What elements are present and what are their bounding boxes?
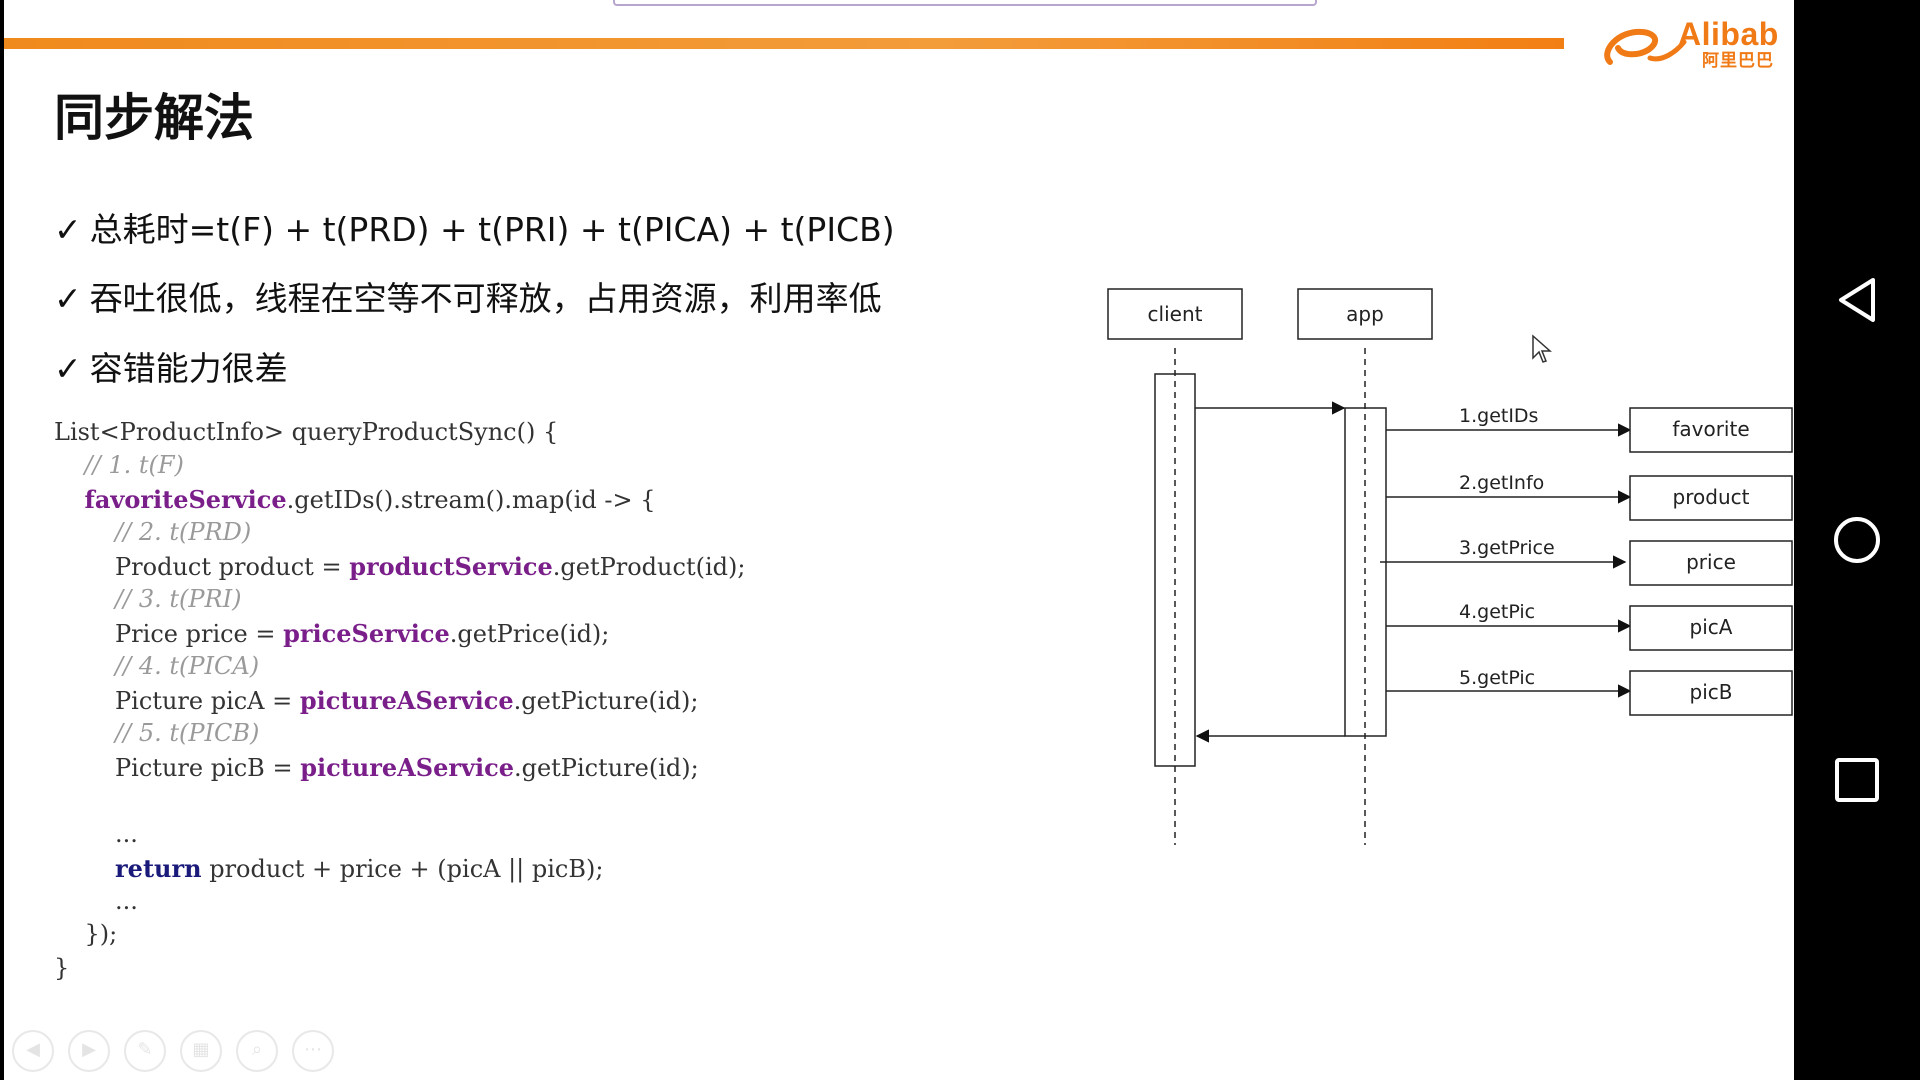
call-label: 4.getPic [1459,601,1535,623]
more-options-icon[interactable]: ⋯ [292,1030,334,1072]
service-label: favorite [1672,417,1749,441]
call-getpic-b: 5.getPic [1386,667,1632,698]
code-service-name: pictureAService [299,686,514,715]
slide-title: 同步解法 [54,89,254,147]
code-service-name: productService [349,552,553,581]
mouse-cursor-icon [1532,334,1552,363]
call-getpic-a: 4.getPic [1386,601,1632,633]
code-service-name: favoriteService [84,485,287,514]
prev-slide-icon[interactable]: ◀ [12,1030,54,1072]
recents-icon[interactable] [1833,756,1881,804]
android-navigation-bar [1794,0,1920,1080]
slide-top-tab [613,0,1317,6]
bullet-text: 吞吐很低，线程在空等不可释放，占用资源，利用率低 [89,279,882,318]
code-text: Price price = [54,620,284,648]
code-line: }); [54,920,118,948]
code-service-name: pictureAService [300,753,514,782]
code-comment: // 2. t(PRD) [54,518,252,546]
service-pica: picA [1629,605,1793,651]
code-service-name: priceService [283,619,450,648]
code-text: .getPrice(id); [449,620,610,648]
service-price: price [1629,540,1793,586]
presentation-slide: Alibab 阿里巴巴 同步解法 ✓总耗时=t(F) + t(PRD) + t(… [4,0,1794,1080]
home-icon[interactable] [1833,516,1881,564]
call-getprice: 3.getPrice [1380,537,1627,569]
call-label: 1.getIDs [1459,405,1538,427]
app-activation [1344,407,1387,737]
service-label: picB [1690,680,1733,704]
logo-cn-text: 阿里巴巴 [1702,51,1774,71]
back-icon[interactable] [1833,276,1881,324]
service-picb: picB [1629,670,1793,716]
call-label: 3.getPrice [1459,537,1555,559]
presentation-toolbar: ◀ ▶ ✎ ▦ ⌕ ⋯ [12,1030,334,1072]
bullet-throughput: ✓吞吐很低，线程在空等不可释放，占用资源，利用率低 [54,272,882,320]
code-comment: // 3. t(PRI) [54,585,242,613]
code-line: Product product = productService.getProd… [54,552,745,586]
code-text: Picture picB = [54,754,301,782]
slides-grid-icon[interactable]: ▦ [180,1030,222,1072]
alibaba-logo-icon [1604,28,1687,65]
actor-client: client [1107,288,1243,340]
code-line: ... [54,887,138,915]
actor-app: app [1297,288,1433,340]
code-comment: // 5. t(PICB) [54,719,260,747]
code-text: Picture picA = [54,687,300,715]
code-line: Price price = priceService.getPrice(id); [54,619,609,653]
call-getids: 1.getIDs [1386,405,1632,437]
bullet-fault-tolerance: ✓容错能力很差 [54,342,288,390]
code-line: Picture picA = pictureAService.getPictur… [54,686,698,720]
check-icon: ✓ [54,210,82,249]
sequence-diagram: client app 1.getIDs 2.getInfo 3.getPrice [1107,288,1793,845]
code-line: favoriteService.getIDs().stream().map(id… [54,485,656,519]
service-product: product [1629,475,1793,521]
alibaba-logo: Alibab 阿里巴巴 [1600,16,1794,76]
call-label: 5.getPic [1459,667,1535,689]
code-line: ... [54,820,138,848]
actor-label: app [1346,302,1384,326]
next-slide-icon[interactable]: ▶ [68,1030,110,1072]
code-text: Product product = [54,553,350,581]
bullet-text: 容错能力很差 [89,349,288,388]
call-getinfo: 2.getInfo [1386,472,1632,504]
code-line: Picture picB = pictureAService.getPictur… [54,753,699,787]
code-line: } [54,954,70,982]
service-label: picA [1690,615,1733,639]
check-icon: ✓ [54,349,82,388]
call-label: 2.getInfo [1459,472,1544,494]
zoom-icon[interactable]: ⌕ [236,1030,278,1072]
code-comment: // 1. t(F) [54,451,184,479]
service-label: product [1673,485,1750,509]
logo-text: Alibab [1678,16,1779,52]
code-text: product + price + (picA || picB); [201,855,604,883]
service-label: price [1686,550,1736,574]
code-comment: // 4. t(PICA) [54,652,260,680]
bullet-total-time: ✓总耗时=t(F) + t(PRD) + t(PRI) + t(PICA) + … [54,203,895,251]
check-icon: ✓ [54,279,82,318]
code-line: return product + price + (picA || picB); [54,854,603,888]
service-favorite: favorite [1629,407,1793,453]
client-activation [1154,373,1196,767]
bullet-text: 总耗时=t(F) + t(PRD) + t(PRI) + t(PICA) + t… [89,210,895,249]
code-keyword: return [115,854,202,883]
code-text: .getIDs().stream().map(id -> { [286,486,656,514]
actor-label: client [1148,302,1203,326]
code-text: .getPicture(id); [513,687,699,715]
pen-icon[interactable]: ✎ [124,1030,166,1072]
code-line: List<ProductInfo> queryProductSync() { [54,418,559,446]
code-text: .getPicture(id); [513,754,699,782]
header-orange-bar [4,38,1564,49]
code-text: .getProduct(id); [552,553,746,581]
